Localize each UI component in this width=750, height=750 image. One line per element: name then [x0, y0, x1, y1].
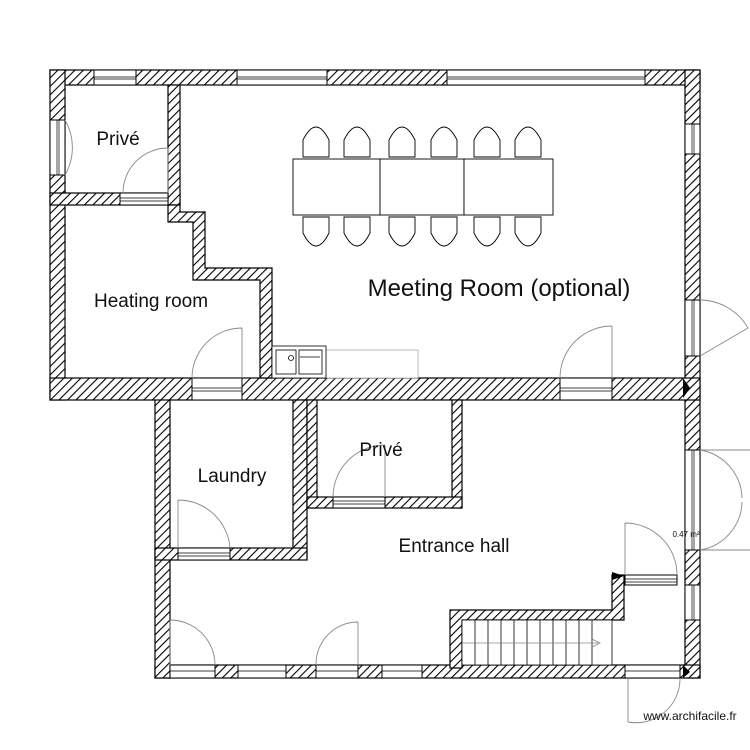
wall-prive-mid-left: [306, 399, 318, 509]
door-gap-prive-mid: [332, 496, 386, 509]
window-bottom-3: [315, 664, 359, 679]
window-swing-right-meeting: [699, 299, 749, 357]
door-swing-laundry: [177, 499, 231, 549]
door-gap-stair: [624, 574, 678, 586]
window-bottom-2: [237, 664, 287, 679]
window-right-4: [684, 584, 701, 621]
sink-basin-right: [298, 349, 323, 375]
room-label-heating: Heating room: [94, 291, 208, 312]
chair: [514, 216, 542, 247]
openings: [49, 69, 701, 679]
window-right-2: [684, 299, 701, 357]
wall-outer-bottom: [154, 664, 701, 679]
watermark: www.archifacile.fr: [642, 709, 736, 723]
table-section-1: [292, 158, 381, 216]
room-label-prive-mid: Privé: [359, 440, 402, 461]
door-swing-heating: [191, 327, 243, 379]
door-gap-meeting-bottom: [559, 377, 613, 401]
door-swing-meeting: [559, 325, 613, 379]
window-bottom-4: [381, 664, 423, 679]
meeting-table: [292, 158, 554, 216]
chair: [302, 126, 330, 158]
door-swing-bottom-2: [315, 621, 359, 666]
door-swing-stair: [624, 522, 678, 576]
table-section-3: [463, 158, 554, 216]
chair: [473, 126, 501, 158]
window-right-1: [684, 123, 701, 155]
window-right-3: [684, 449, 701, 551]
window-top-1: [93, 69, 137, 86]
chair: [343, 216, 371, 247]
room-label-entrance: Entrance hall: [399, 536, 510, 557]
chair: [514, 126, 542, 158]
window-top-2: [236, 69, 328, 86]
chair: [473, 216, 501, 247]
door-swing-prive-top: [122, 147, 169, 194]
chair: [430, 216, 458, 247]
door-gap-heating: [191, 377, 243, 401]
chair: [388, 216, 416, 247]
area-note: 0.47 m²: [672, 530, 699, 539]
wall-prive-top-right: [167, 84, 181, 206]
door-bottom-entry: [624, 664, 681, 679]
wall-laundry-right: [292, 399, 308, 559]
chair: [302, 216, 330, 247]
sink-basin-left: [275, 349, 297, 375]
door-swings: [64, 119, 750, 724]
counter: [325, 349, 419, 379]
chair: [343, 126, 371, 158]
door-gap-laundry: [177, 547, 231, 561]
window-left-prive: [49, 119, 66, 176]
room-label-meeting: Meeting Room (optional): [368, 275, 631, 302]
sink-drain: [288, 355, 294, 361]
glazing-lines: [56, 76, 695, 672]
chair: [388, 126, 416, 158]
window-top-3: [446, 69, 646, 86]
room-label-prive-top: Privé: [96, 129, 139, 150]
wall-outer-left-lower: [154, 384, 171, 679]
room-label-laundry: Laundry: [198, 466, 267, 487]
stair-arrow-head: [591, 638, 601, 648]
door-swing-entry: [627, 677, 681, 724]
corner-markers: [612, 378, 690, 678]
sink-counter: [271, 345, 419, 379]
chair: [430, 126, 458, 158]
chairs: [302, 126, 542, 247]
wall-stair-enclosure: [449, 574, 625, 669]
table-section-2: [379, 158, 465, 216]
window-swing-left: [64, 119, 73, 176]
wall-prive-mid-right: [451, 399, 463, 509]
staircase: [461, 619, 613, 666]
door-gap-prive-top: [119, 192, 169, 206]
door-swing-right-entrance: [699, 449, 750, 551]
window-bottom-1: [169, 664, 216, 679]
stair-outline: [461, 619, 613, 666]
door-swing-prive-mid: [332, 444, 386, 498]
door-swing-bottom-1: [169, 619, 216, 666]
